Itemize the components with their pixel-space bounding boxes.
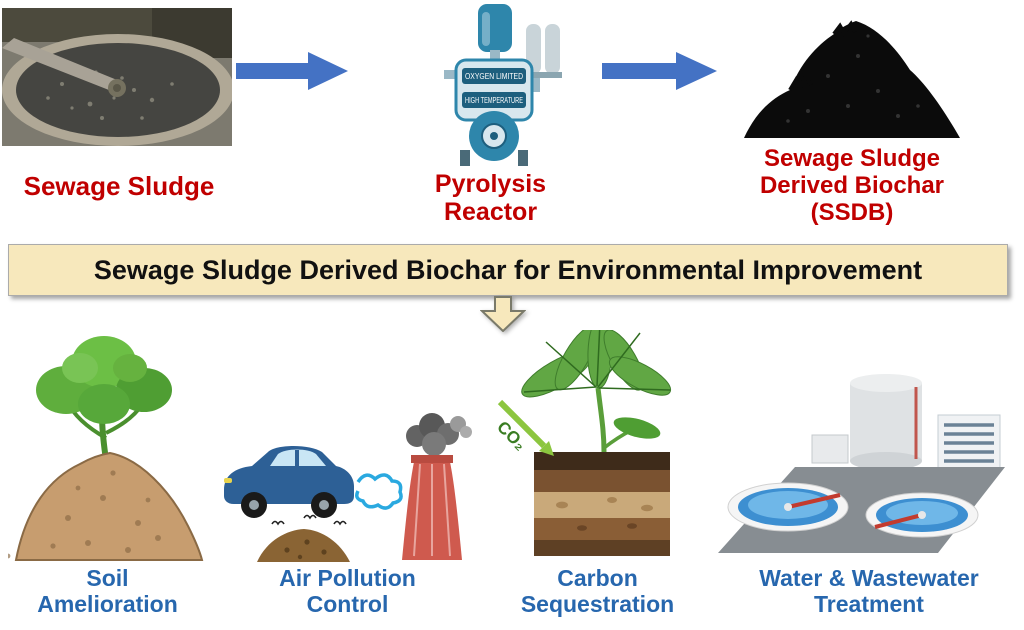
biochar-label: Sewage Sludge Derived Biochar (SSDB) — [759, 145, 945, 226]
chimney — [402, 455, 462, 560]
soil-profile — [534, 452, 670, 556]
gas-cylinder — [545, 24, 560, 74]
arrow-down-icon — [480, 296, 526, 332]
plant-building — [811, 414, 1001, 470]
soil-mound — [8, 451, 204, 561]
flies — [271, 514, 347, 526]
arrow-right-2-icon — [602, 52, 717, 90]
reactor-plate-oxygen: OXYGEN LIMITED — [465, 72, 523, 81]
car — [224, 446, 354, 518]
compost-pile — [257, 514, 350, 562]
storage-tank — [850, 374, 922, 470]
biochar-pile-illustration — [738, 6, 966, 142]
sewage-sludge-label: Sewage Sludge — [23, 171, 215, 201]
sewage-sludge-photo — [2, 8, 232, 146]
plant — [521, 330, 672, 453]
carbon-sequestration-label: Carbon Sequestration — [520, 565, 675, 617]
pyrolysis-reactor-illustration: OXYGEN LIMITED HIGH TEMPERATURE — [408, 2, 578, 167]
leaf-veins — [523, 330, 671, 393]
plant-leaves — [36, 336, 172, 461]
sludge-speckles — [46, 70, 174, 120]
clarifier-tank-1 — [727, 482, 849, 532]
co2-arrow: CO₂ — [493, 399, 554, 456]
exhaust-smoke — [355, 473, 403, 510]
chimney-smoke — [406, 413, 472, 456]
banner-title: Sewage Sludge Derived Biochar for Enviro… — [8, 244, 1008, 296]
reactor-plate-temperature: HIGH TEMPERATURE — [465, 96, 523, 105]
water-treatment-label: Water & Wastewater Treatment — [759, 565, 979, 617]
soil-amelioration-label: Soil Amelioration — [37, 565, 178, 617]
walkway — [2, 38, 122, 92]
arrow-right-1-icon — [236, 52, 348, 90]
biochar-texture — [786, 34, 920, 123]
soil-amelioration-illustration — [8, 328, 208, 563]
air-pollution-illustration — [212, 412, 474, 564]
gas-cylinder — [526, 24, 541, 74]
air-pollution-label: Air Pollution Control — [279, 565, 416, 617]
pyrolysis-reactor-label: Pyrolysis Reactor — [434, 170, 547, 226]
water-treatment-illustration — [700, 355, 1010, 560]
clarifier-tank-2 — [865, 492, 979, 538]
carbon-sequestration-illustration: CO₂ — [482, 330, 687, 562]
